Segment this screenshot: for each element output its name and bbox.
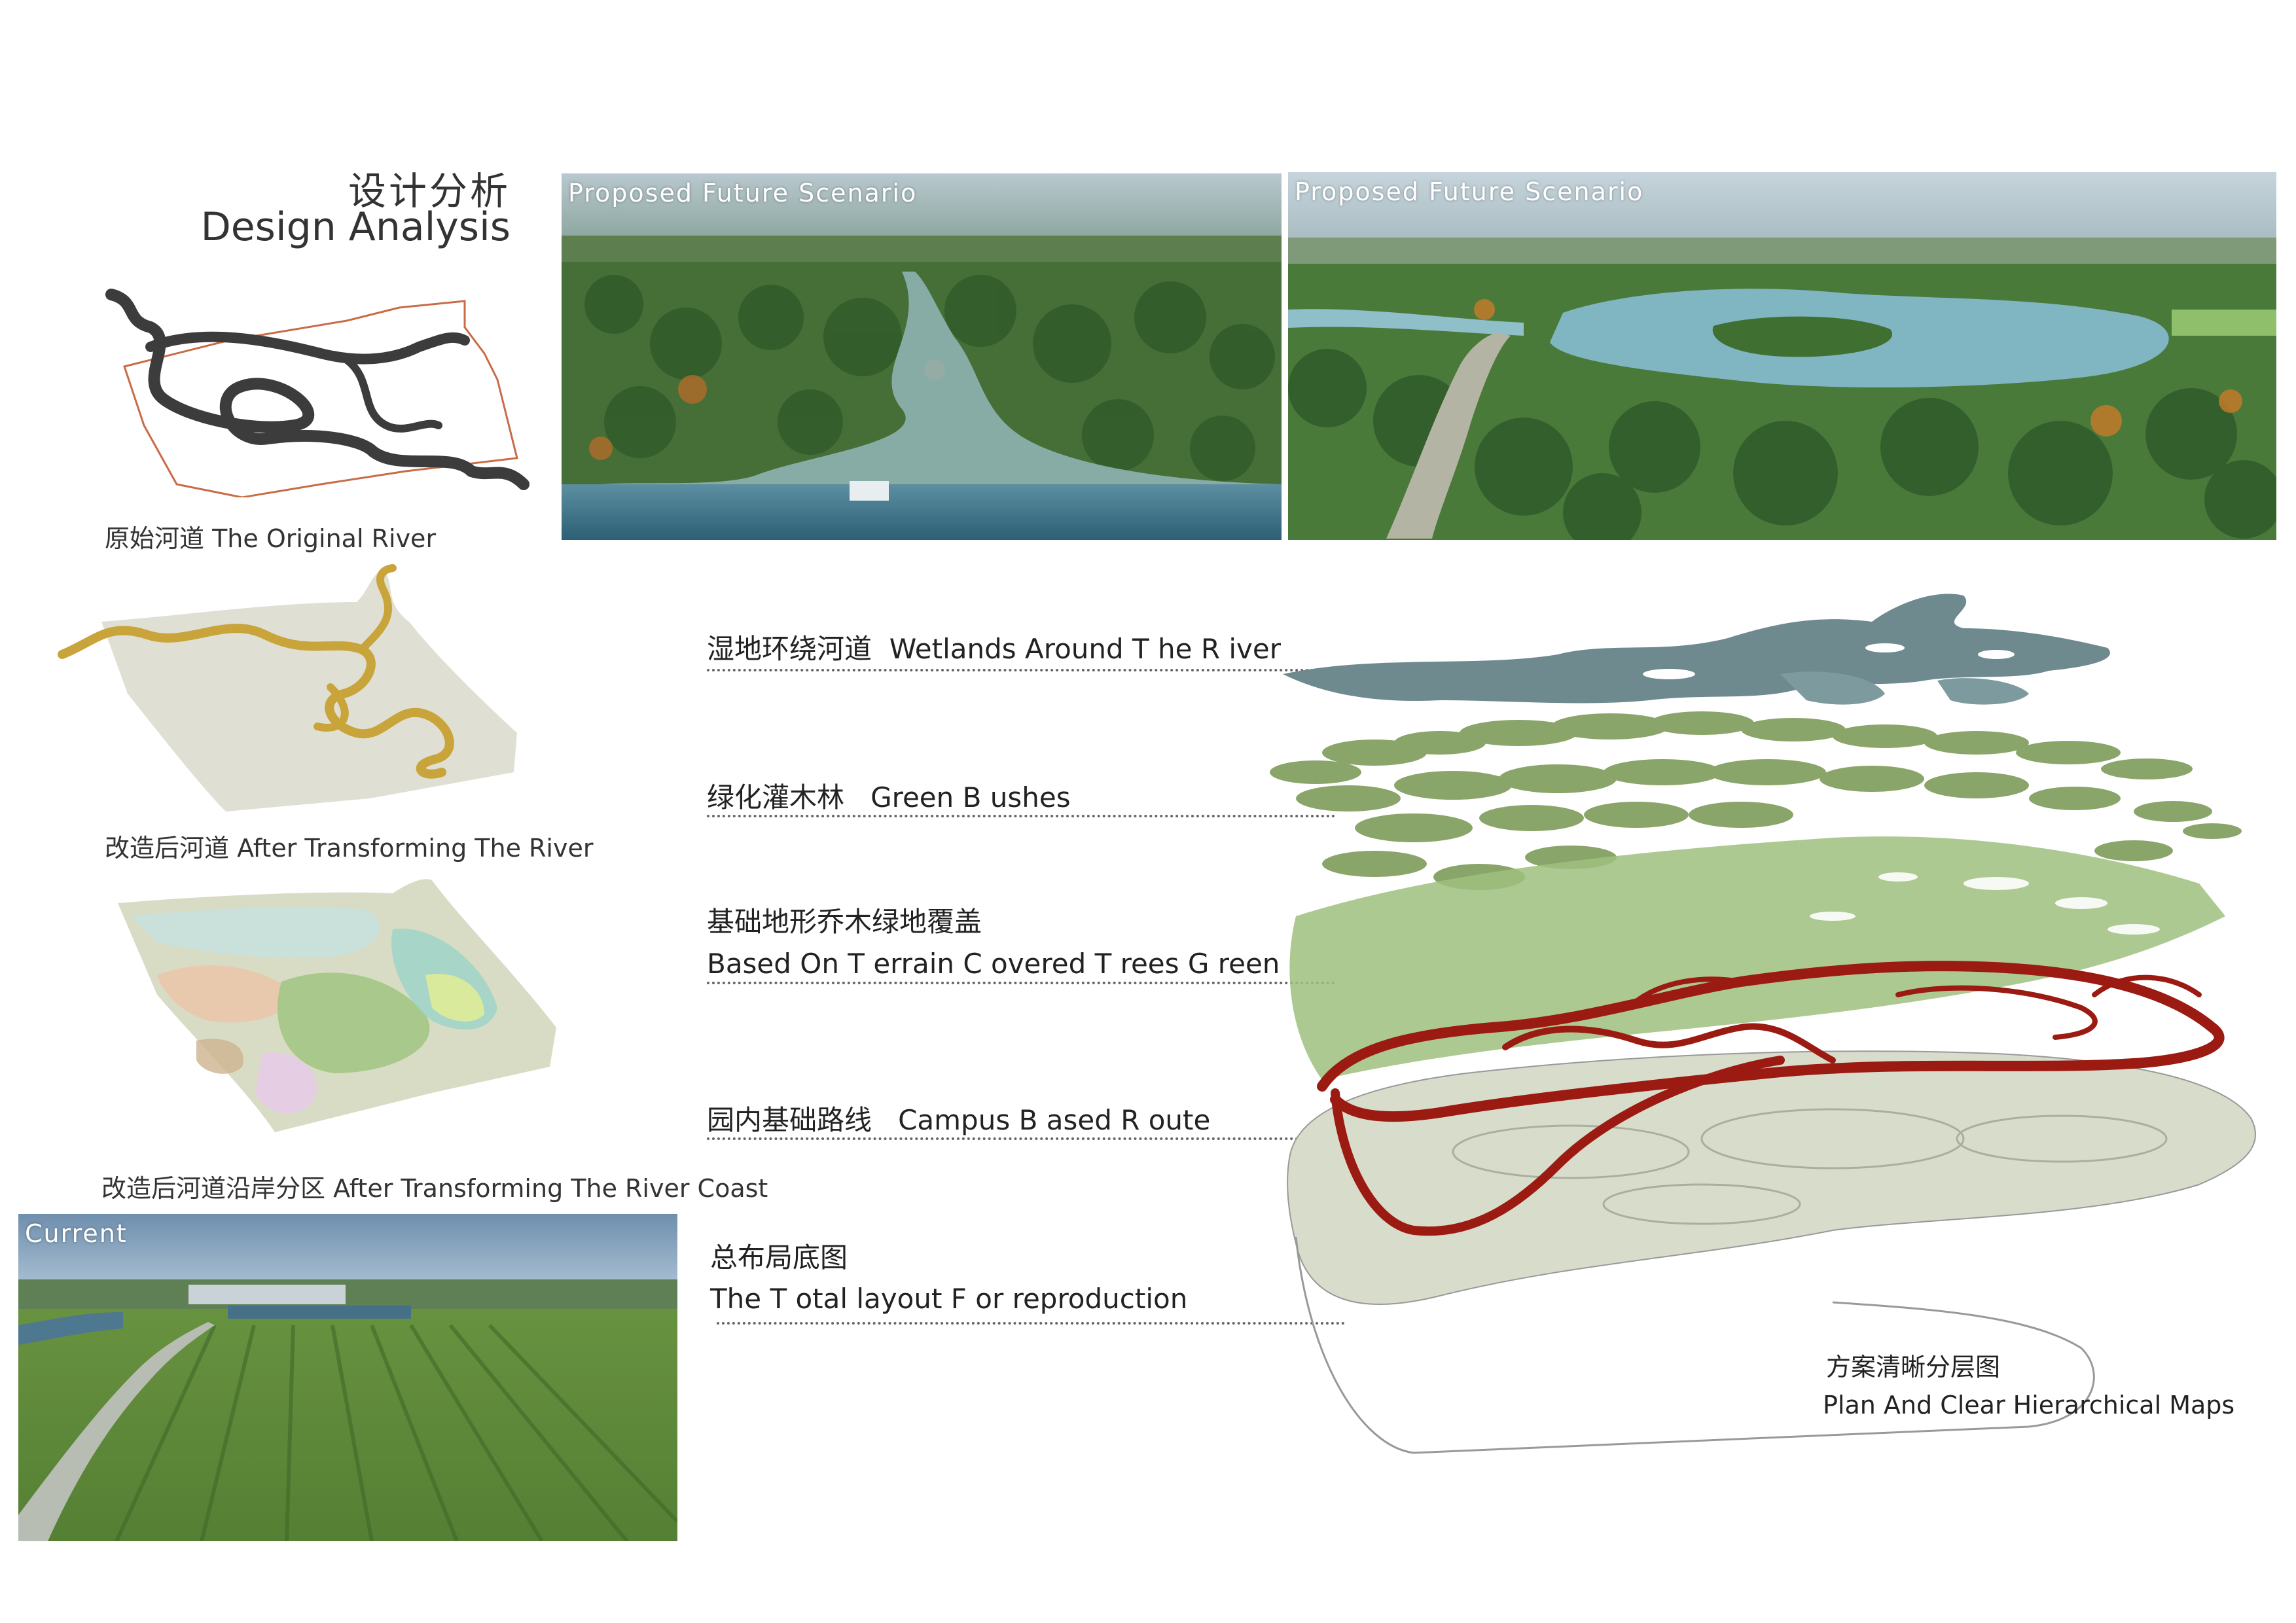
transformed-river-caption: 改造后河道 After Transforming The River	[105, 834, 594, 863]
layer-label-terrain-en: Based On T errain C overed T rees G reen	[707, 948, 1280, 980]
future-scenario-photo-left: Proposed Future Scenario	[562, 173, 1282, 540]
layer-label-base-en: The T otal layout F or reproduction	[710, 1283, 1188, 1315]
layer-label-terrain-cn: 基础地形乔木绿地覆盖	[707, 906, 982, 938]
layer-label-cn: 园内基础路线	[707, 1104, 872, 1136]
original-river-map	[105, 289, 529, 497]
coastal-zoning-map	[118, 879, 556, 1132]
layer-label-en: Campus B ased R oute	[898, 1104, 1211, 1136]
base-map-layer	[1287, 1050, 2256, 1305]
leader-line	[707, 669, 1335, 671]
photo-title: Proposed Future Scenario	[1295, 177, 1644, 206]
layer-label-route: 园内基础路线 Campus B ased R oute	[707, 1098, 1210, 1138]
aerial-lake-image	[1288, 172, 2276, 540]
leader-line	[707, 982, 1335, 984]
layer-label-cn: 湿地环绕河道	[707, 633, 872, 665]
original-river-caption: 原始河道 The Original River	[105, 524, 437, 553]
title-chinese: 设计分析	[348, 169, 511, 213]
photo-title: Current	[25, 1219, 128, 1248]
current-site-photo: Current	[18, 1214, 677, 1541]
original-river-diagram	[98, 288, 530, 497]
current-farmland-image	[18, 1214, 677, 1541]
terrain-layer	[1289, 836, 2225, 1080]
leader-line	[707, 815, 1335, 817]
river-coast-zoning-diagram	[118, 877, 563, 1139]
layer-label-wetlands: 湿地环绕河道 Wetlands Around T he R iver	[707, 627, 1281, 667]
photo-title: Proposed Future Scenario	[568, 179, 918, 207]
river-coast-caption: 改造后河道沿岸分区 After Transforming The River C…	[101, 1174, 768, 1203]
title-english: Design Analysis	[200, 204, 511, 250]
layer-label-en: Green B ushes	[870, 781, 1071, 813]
aerial-wetland-image	[562, 173, 1282, 540]
future-scenario-photo-right: Proposed Future Scenario	[1288, 172, 2276, 540]
wetland-layer	[1283, 594, 2110, 705]
layer-stack-graphic	[1270, 594, 2256, 1454]
layer-label-cn: 绿化灌木林	[707, 781, 845, 813]
leader-line	[707, 1137, 1335, 1140]
layer-label-en: Wetlands Around T he R iver	[889, 633, 1282, 665]
transformed-river-map	[58, 564, 517, 812]
layer-label-base-cn: 总布局底图	[710, 1241, 848, 1274]
hierarchical-maps-caption-cn: 方案清晰分层图	[1826, 1353, 2001, 1382]
transformed-river-diagram	[56, 563, 527, 818]
hierarchical-maps-caption-en: Plan And Clear Hierarchical Maps	[1823, 1391, 2235, 1419]
hierarchical-layer-stack	[1244, 576, 2265, 1479]
leader-line	[717, 1322, 1345, 1325]
route-layer	[1317, 961, 2225, 1236]
layer-label-bushes: 绿化灌木林 Green B ushes	[707, 776, 1071, 815]
